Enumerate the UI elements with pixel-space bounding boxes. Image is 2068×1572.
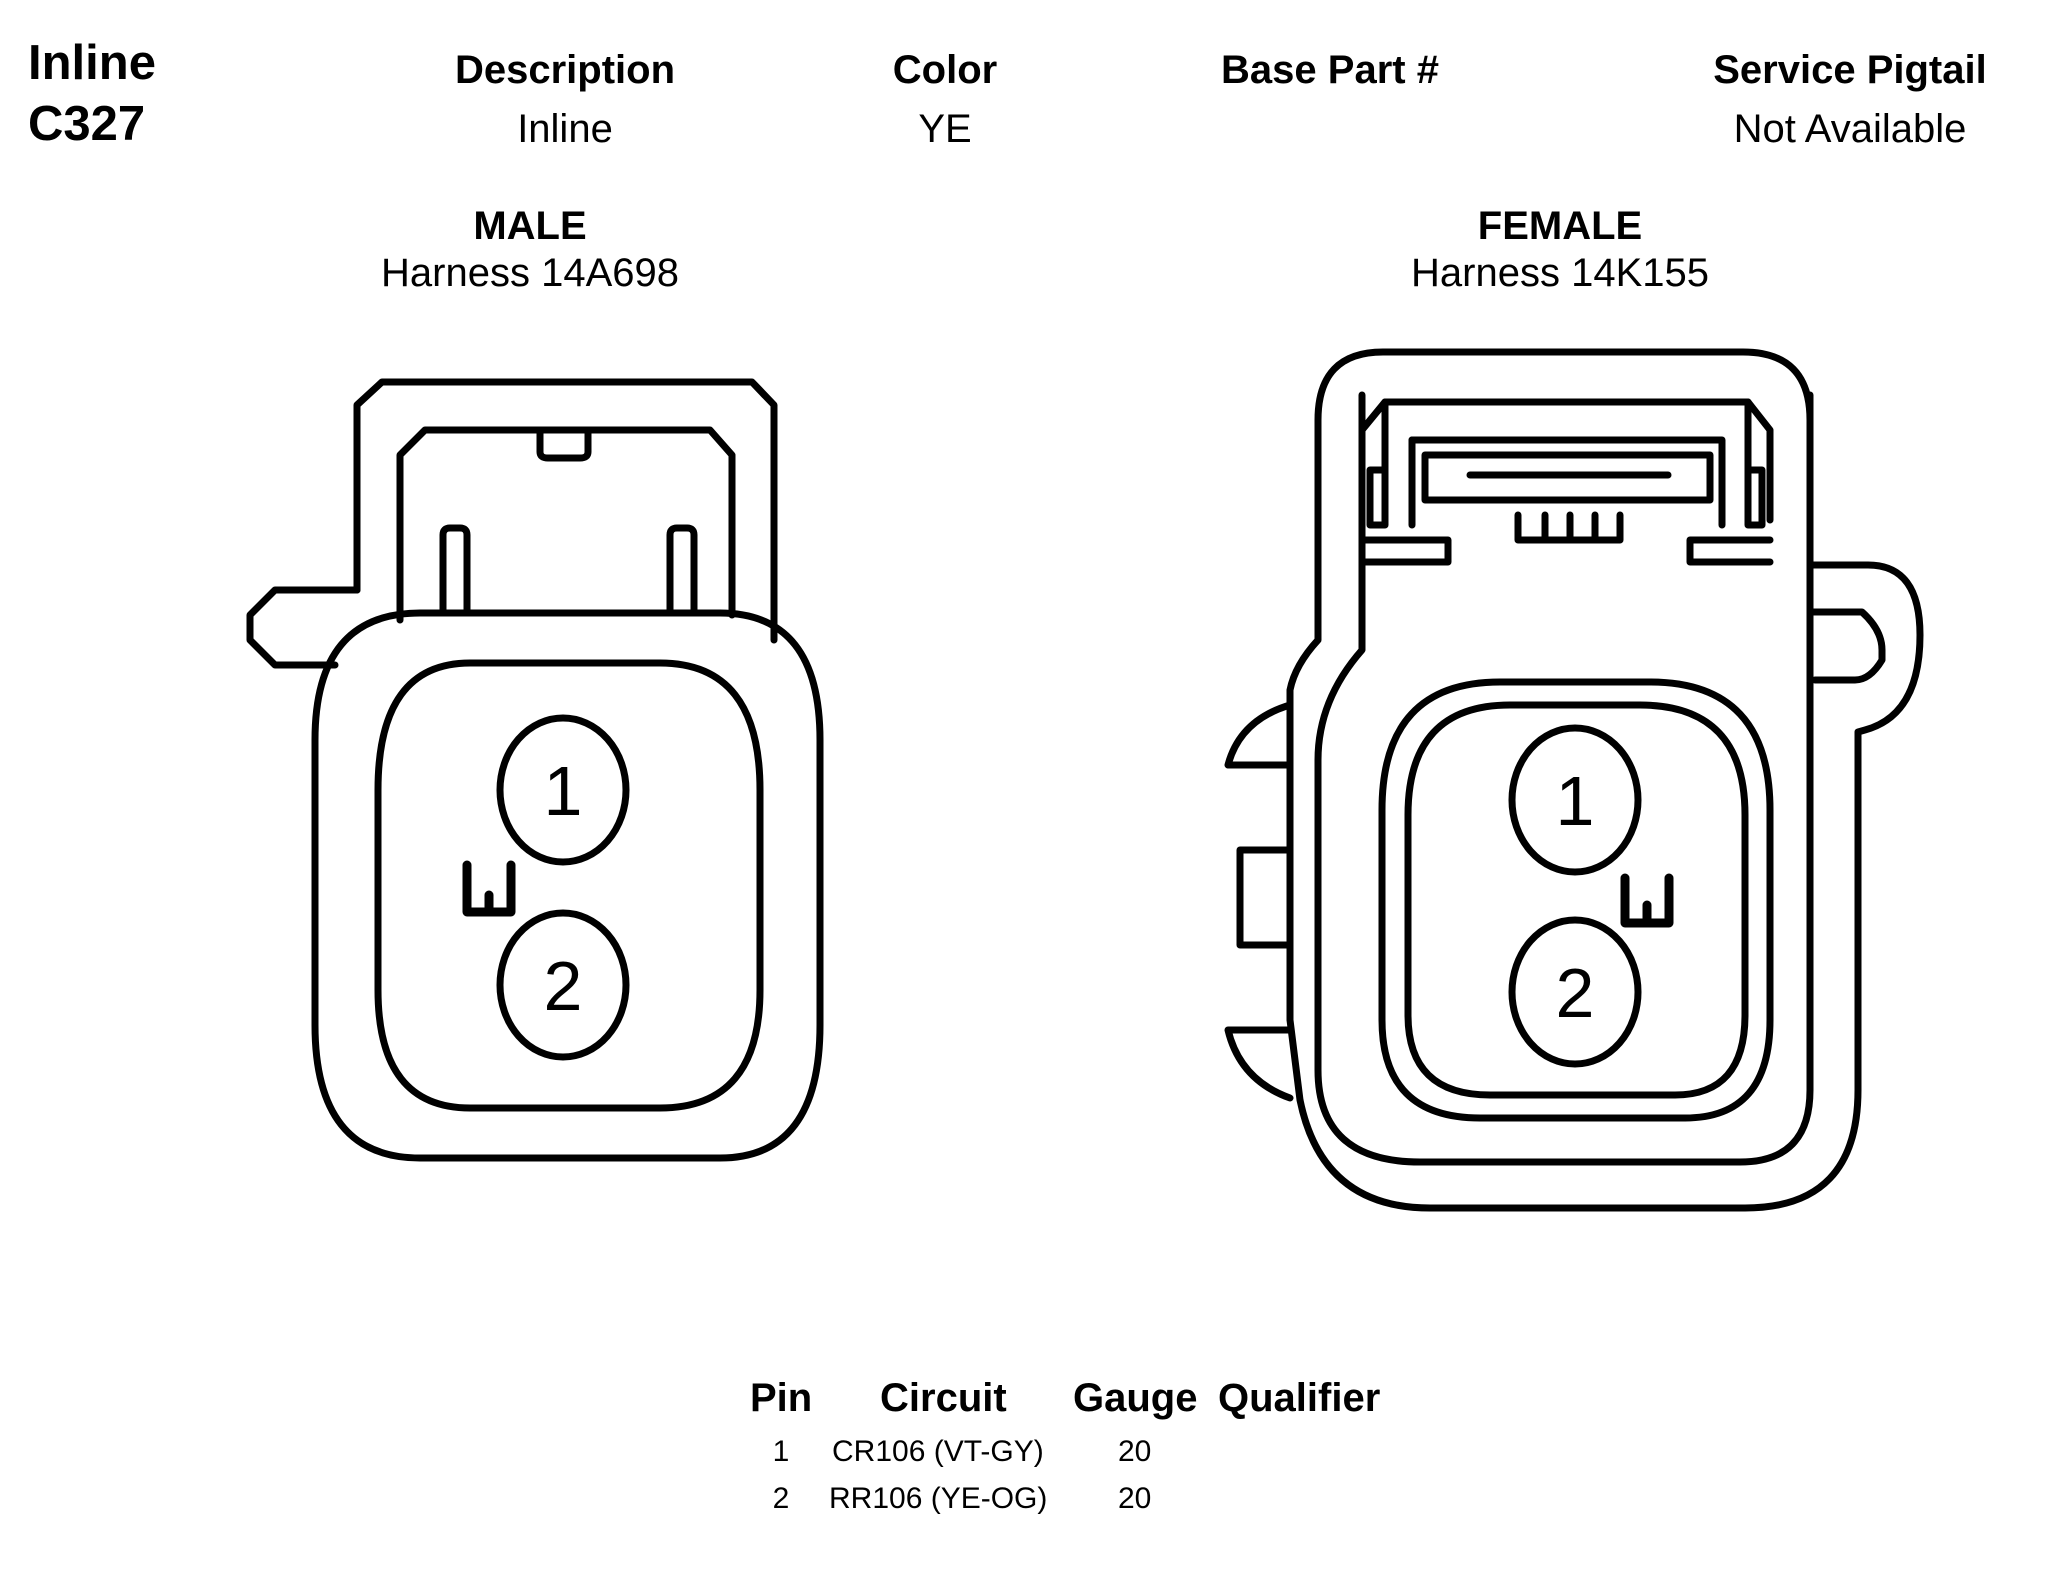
female-pin-1-circle bbox=[1508, 724, 1642, 876]
circuit-column-header: Circuit bbox=[880, 1376, 1007, 1420]
color-value: YE bbox=[918, 107, 972, 151]
table-row-2-circuit: RR106 (YE-OG) bbox=[829, 1482, 1048, 1515]
description-header: Description bbox=[454, 48, 676, 92]
service-pigtail-value: Not Available bbox=[1733, 107, 1967, 151]
table-row-1-gauge: 20 bbox=[1118, 1435, 1152, 1468]
base-part-header: Base Part # bbox=[1221, 48, 1439, 92]
male-pin-1-circle bbox=[496, 714, 630, 866]
female-label: FEMALE bbox=[1477, 204, 1643, 248]
table-row-1-pin: 1 bbox=[772, 1435, 790, 1468]
female-pin-2-circle bbox=[1508, 916, 1642, 1068]
male-pin-2-circle bbox=[496, 909, 630, 1061]
connector-type: Inline bbox=[28, 36, 156, 90]
female-harness: Harness 14K155 bbox=[1411, 251, 1709, 295]
qualifier-column-header: Qualifier bbox=[1218, 1376, 1381, 1420]
male-label: MALE bbox=[473, 204, 587, 248]
connector-id: C327 bbox=[28, 97, 146, 151]
female-pin-1-number: 1 bbox=[1556, 762, 1595, 840]
male-pin-2-number: 2 bbox=[544, 947, 583, 1025]
pin-column-header: Pin bbox=[750, 1376, 813, 1420]
table-row-1-circuit: CR106 (VT-GY) bbox=[832, 1435, 1044, 1468]
male-connector-drawing bbox=[246, 378, 824, 1162]
female-pin-2-number: 2 bbox=[1556, 954, 1595, 1032]
table-row-2-gauge: 20 bbox=[1118, 1482, 1152, 1515]
color-header: Color bbox=[892, 48, 998, 92]
male-harness: Harness 14A698 bbox=[381, 251, 679, 295]
description-value: Inline bbox=[517, 107, 613, 151]
service-pigtail-header: Service Pigtail bbox=[1713, 48, 1987, 92]
gauge-column-header: Gauge bbox=[1073, 1376, 1198, 1420]
female-connector-drawing bbox=[1224, 348, 1924, 1212]
male-pin-1-number: 1 bbox=[544, 752, 583, 830]
table-row-2-pin: 2 bbox=[772, 1482, 790, 1515]
